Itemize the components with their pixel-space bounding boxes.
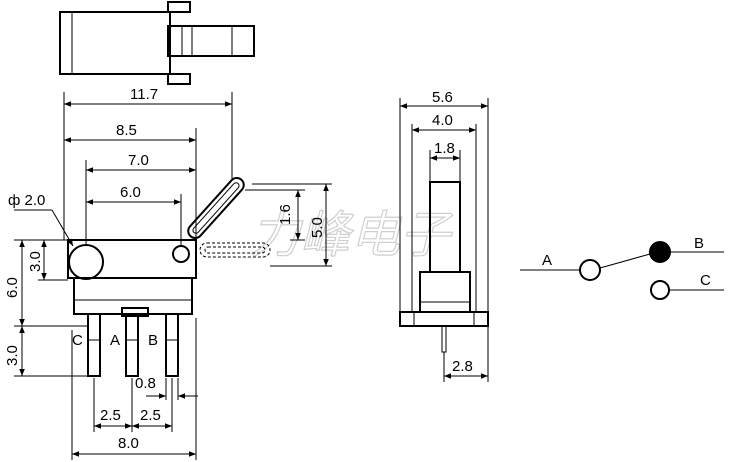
dim-8-5: 8.5 <box>116 122 137 139</box>
dim-3-0-pins: 3.0 <box>4 345 21 366</box>
dim-0-8: 0.8 <box>135 375 156 392</box>
switch-schematic <box>520 241 724 300</box>
dim-7-0: 7.0 <box>128 152 149 169</box>
pin-label-a: A <box>110 332 120 349</box>
dim-11-7: 11.7 <box>130 86 158 103</box>
dim-8-0: 8.0 <box>118 435 139 452</box>
side-view <box>67 176 271 377</box>
dim-4-0: 4.0 <box>432 112 453 129</box>
dim-2-5-a: 2.5 <box>100 407 121 424</box>
watermark: 力峰电子 <box>250 206 453 264</box>
schematic-label-a: A <box>542 252 552 269</box>
dim-1-8: 1.8 <box>434 140 455 157</box>
schematic-label-b: B <box>694 235 704 252</box>
dim-6-0-left: 6.0 <box>4 277 21 298</box>
pin-label-b: B <box>148 332 158 349</box>
dim-3-0-left: 3.0 <box>27 251 44 272</box>
dim-2-8: 2.8 <box>452 358 473 375</box>
dim-6-0-top: 6.0 <box>120 184 141 201</box>
dim-2-5-b: 2.5 <box>140 407 161 424</box>
pin-label-c: C <box>72 332 83 349</box>
dim-5-0: 5.0 <box>309 217 326 238</box>
dim-5-6: 5.6 <box>432 89 453 106</box>
dim-1-6: 1.6 <box>277 204 294 225</box>
schematic-label-c: C <box>700 272 711 289</box>
dim-phi-2-0: ф 2.0 <box>8 192 45 209</box>
top-view <box>59 1 255 85</box>
